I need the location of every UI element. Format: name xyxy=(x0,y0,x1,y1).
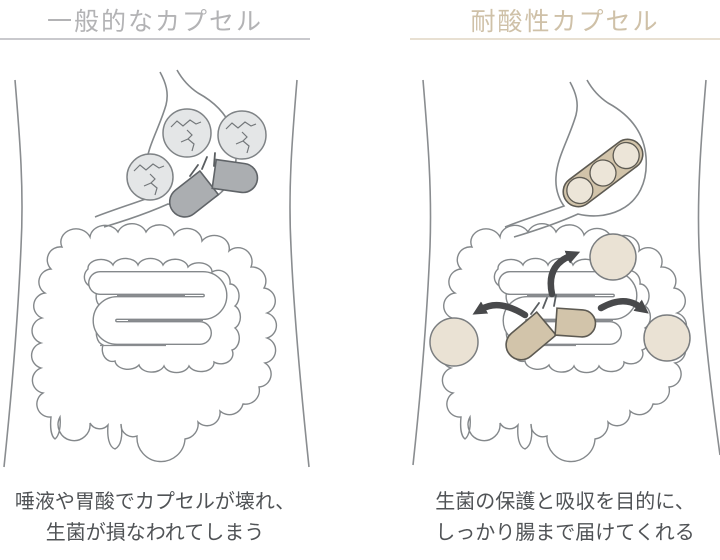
acid-resistant-capsule-intact xyxy=(562,138,644,208)
acid-resistant-title-underline xyxy=(410,38,720,40)
capsule-bacteria-dot xyxy=(612,141,640,170)
damaged-bacteria-circle xyxy=(162,108,212,158)
caption-line: 生菌が損なわれてしまう xyxy=(45,522,265,544)
panel-acid-resistant-capsule: 耐酸性カプセル xyxy=(410,0,720,560)
acid-resistant-capsule-caption: 生菌の保護と吸収を目的に、 しっかり腸まで届けてくれる xyxy=(410,487,720,549)
burst-lines xyxy=(530,294,557,315)
capsule-half-right xyxy=(554,307,597,338)
released-bacteria-circles xyxy=(429,233,691,367)
generic-title-underline xyxy=(0,38,310,40)
burst-lines xyxy=(189,152,216,177)
generic-capsule-illustration xyxy=(3,69,310,468)
generic-capsule-caption: 唾液や胃酸でカプセルが壊れ、 生菌が損なわれてしまう xyxy=(0,487,310,549)
release-arrow-up xyxy=(547,250,581,298)
opened-capsule xyxy=(505,307,597,361)
stomach xyxy=(94,69,238,228)
generic-capsule-title: 一般的なカプセル xyxy=(46,9,263,36)
release-arrow-right xyxy=(597,298,649,314)
release-arrow-left xyxy=(472,301,529,319)
capsule-half-left xyxy=(505,310,558,361)
crack-lines xyxy=(170,119,202,152)
caption-line: 生菌の保護と吸収を目的に、 xyxy=(435,491,695,513)
damaged-bacteria-circle xyxy=(126,153,174,201)
released-bacteria-circle xyxy=(429,317,479,367)
capsule-bacteria-dot xyxy=(566,176,594,205)
stomach xyxy=(504,79,648,238)
released-bacteria-circle xyxy=(643,314,691,362)
damaged-bacteria-circle xyxy=(217,110,267,160)
release-arrows xyxy=(472,250,649,319)
crack-lines xyxy=(225,121,257,154)
torso-outline xyxy=(3,79,310,468)
acid-resistant-capsule-title: 耐酸性カプセル xyxy=(470,9,660,36)
acid-resistant-capsule-illustration xyxy=(412,79,720,466)
caption-line: 唾液や胃酸でカプセルが壊れ、 xyxy=(14,491,296,513)
panel-generic-capsule: 一般的なカプセル xyxy=(0,0,310,560)
caption-line: しっかり腸まで届けてくれる xyxy=(435,522,695,544)
capsule-half-left xyxy=(168,169,220,218)
broken-capsule xyxy=(168,158,259,218)
released-bacteria-circle xyxy=(589,233,637,281)
capsule-half-right xyxy=(211,158,259,194)
small-intestine xyxy=(88,271,228,347)
capsule-bacteria-dot xyxy=(589,159,617,187)
torso-outline xyxy=(412,79,720,466)
damaged-bacteria-circles xyxy=(126,108,267,201)
crack-lines xyxy=(133,163,165,196)
